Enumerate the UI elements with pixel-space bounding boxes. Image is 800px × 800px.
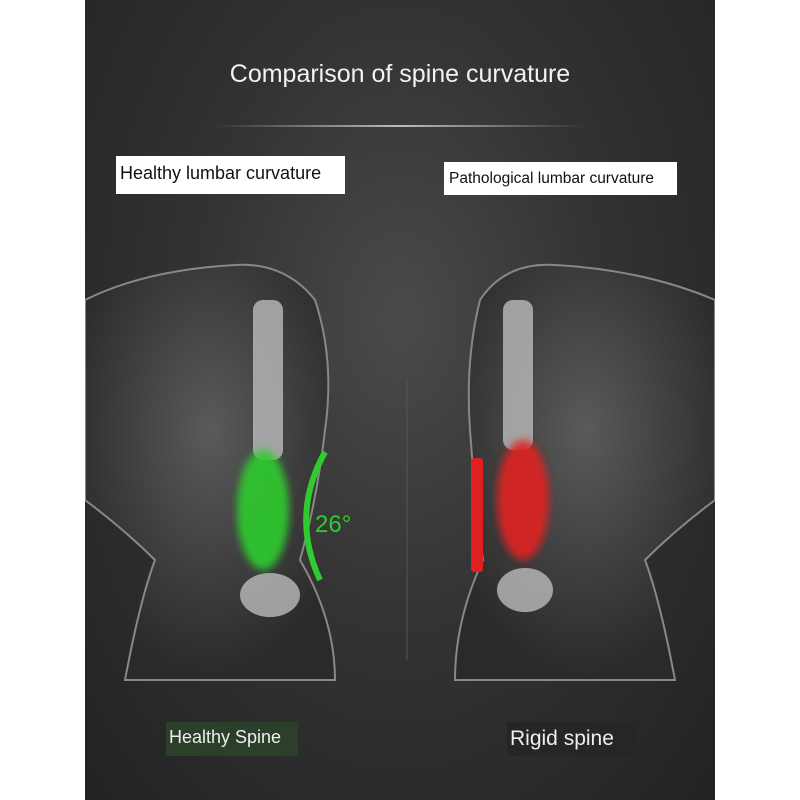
healthy-label: Healthy lumbar curvature	[116, 156, 345, 194]
healthy-caption: Healthy Spine	[166, 722, 298, 756]
rigid-spine	[497, 300, 553, 612]
spine-illustration: 26°	[85, 263, 715, 681]
rigid-marker	[471, 458, 483, 572]
page-title: Comparison of spine curvature	[229, 60, 571, 88]
curvature-angle: 26°	[315, 511, 351, 538]
title-divider	[215, 125, 585, 127]
pathological-label: Pathological lumbar curvature	[444, 162, 677, 195]
pathological-torso	[453, 263, 715, 681]
healthy-spine	[237, 300, 300, 617]
rigid-caption: Rigid spine	[507, 722, 635, 756]
healthy-torso: 26°	[85, 263, 351, 681]
curvature-arc	[303, 450, 328, 582]
